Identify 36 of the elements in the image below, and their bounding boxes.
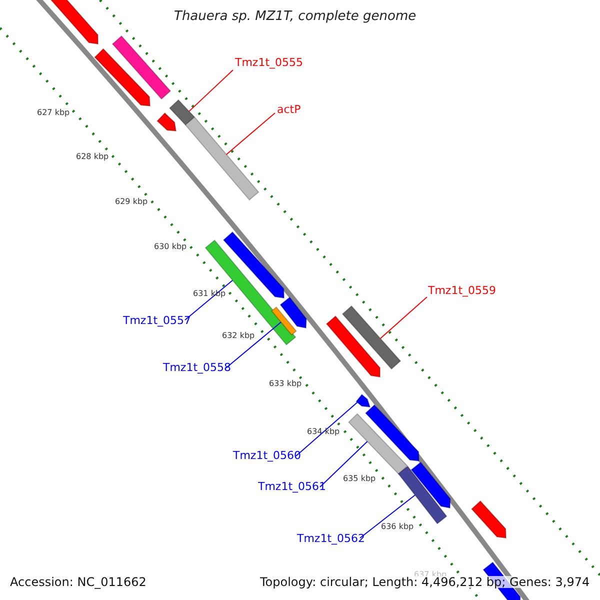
scale-label: 634 kbp (307, 428, 340, 436)
leader-line (226, 112, 276, 155)
scale-label: 632 kbp (222, 332, 255, 340)
gene-label: Tmz1t_0557 (123, 315, 192, 326)
scale-label: 627 kbp (37, 109, 70, 117)
gene-bar (342, 305, 402, 370)
scale-label: 629 kbp (115, 198, 148, 206)
gene-label: Tmz1t_0561 (258, 481, 326, 492)
title: Thauera sp. MZ1T, complete genome (174, 10, 416, 23)
gene-label: Tmz1t_0559 (428, 285, 496, 296)
gene-label: Tmz1t_0560 (233, 450, 302, 461)
footer-text: Topology: circular; Length: 4,496,212 bp; Genes: 3,974 (260, 576, 590, 588)
gene-label: Tmz1t_0562 (297, 533, 366, 544)
leader-line (296, 402, 358, 456)
gene-bar (168, 99, 196, 126)
gene-bar (184, 116, 260, 201)
scale-label: 636 kbp (381, 523, 414, 531)
gene-bar (398, 466, 448, 524)
gene-label: actP (277, 104, 301, 115)
leader-line (184, 280, 234, 320)
leader-line (226, 322, 282, 368)
gene-label: Tmz1t_0558 (163, 362, 232, 373)
leader-line (188, 70, 234, 112)
leader-line (380, 296, 428, 339)
leader-line (360, 494, 416, 538)
gene-label: Tmz1t_0555 (235, 57, 304, 68)
scale-label: 637 kbp (414, 571, 447, 579)
scale-label: 635 kbp (343, 475, 376, 483)
gene-bar (348, 413, 408, 475)
scale-label: 630 kbp (154, 243, 187, 251)
leader-line (320, 441, 368, 488)
gene-bar (356, 394, 371, 408)
scale-label: 628 kbp (76, 153, 109, 161)
gene-bar (271, 306, 297, 336)
footer-text: Accession: NC_011662 (10, 576, 146, 588)
scale-label: 633 kbp (269, 380, 302, 388)
